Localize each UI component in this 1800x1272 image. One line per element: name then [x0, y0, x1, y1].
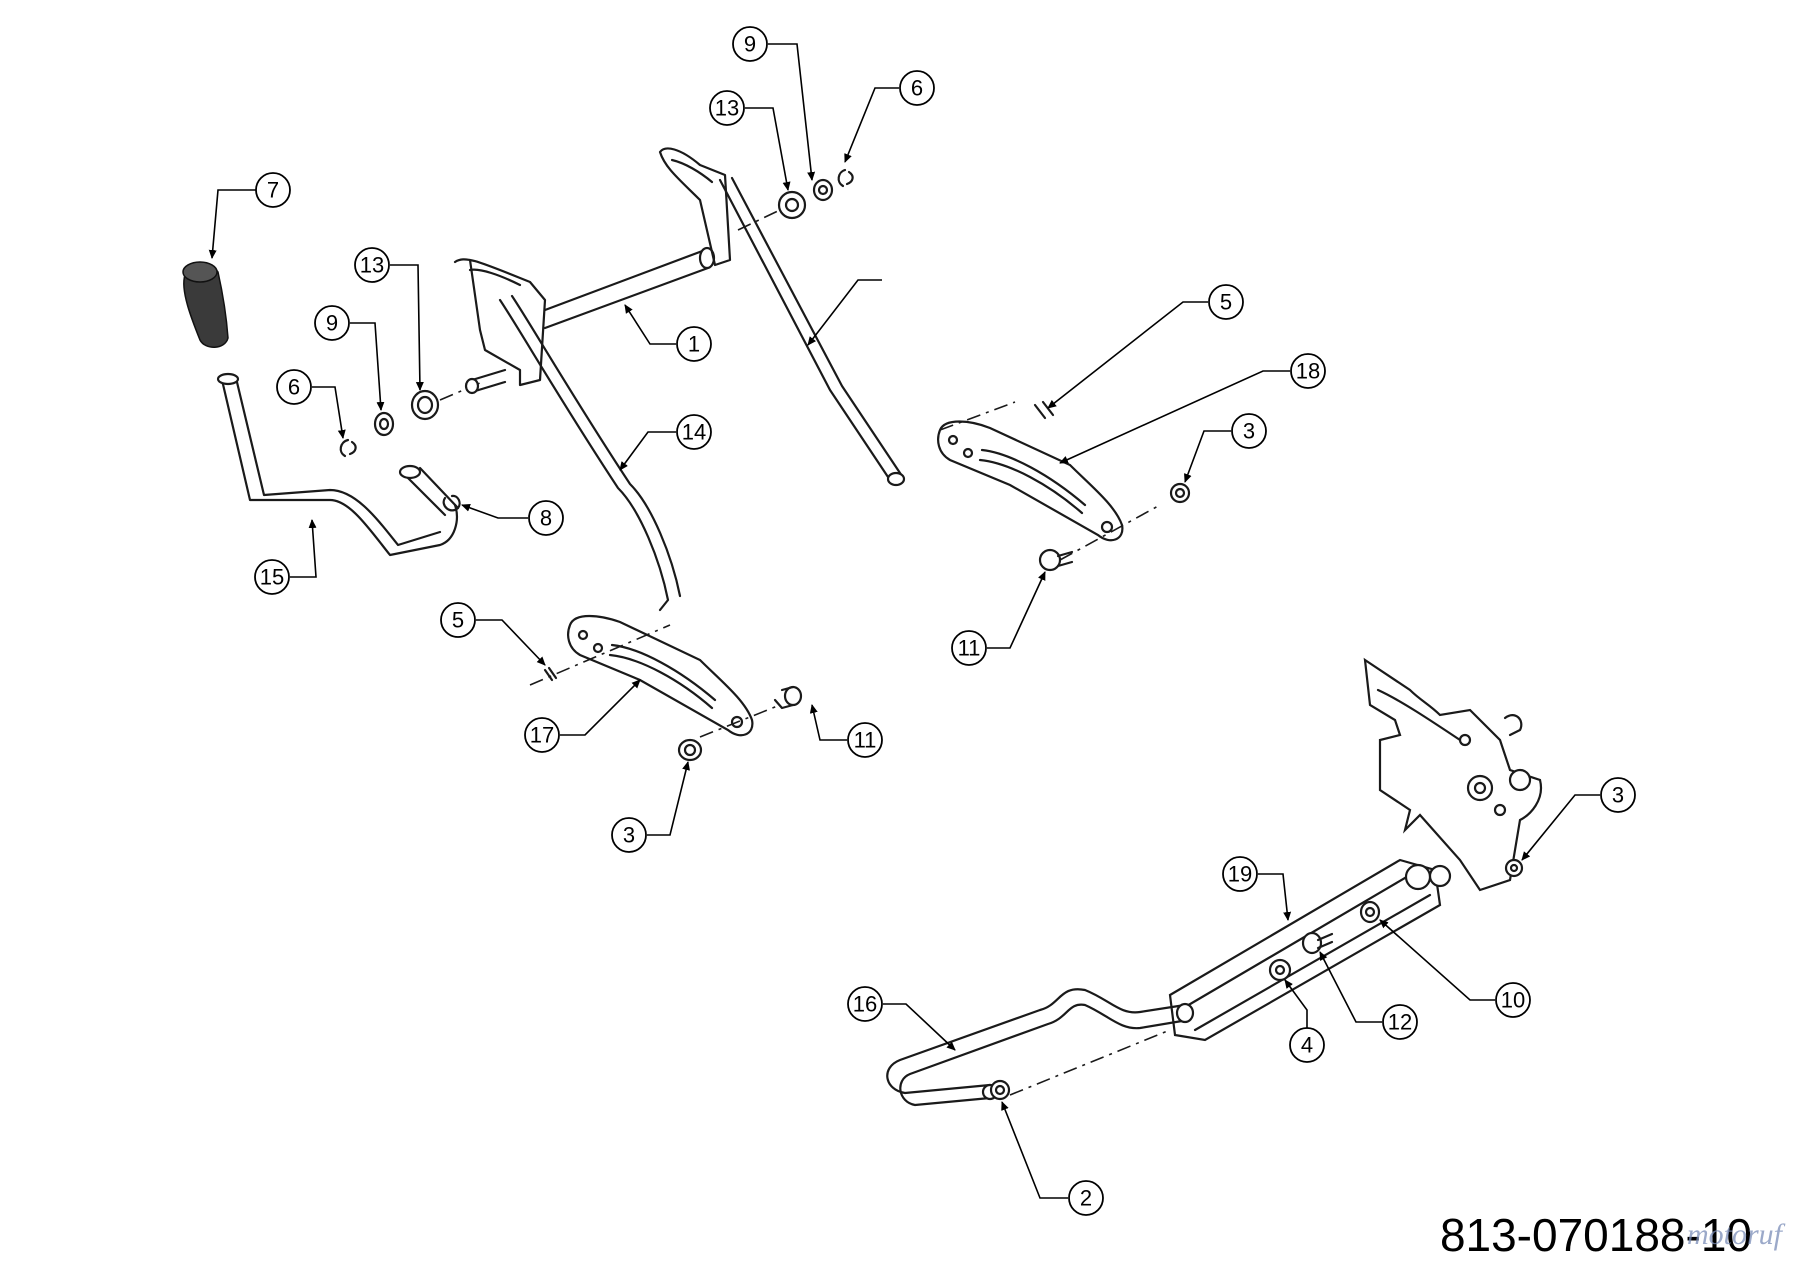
callouts: 7 13 9 6 15 8 1 14 9 13 6 5 18 3 11 5 17…	[208, 26, 1636, 1216]
callout-18: 18	[1290, 353, 1326, 389]
callout-15: 15	[254, 559, 290, 595]
part-9-washer-left	[373, 411, 395, 437]
watermark-logo: motoruf	[1686, 1218, 1782, 1251]
callout-7: 7	[255, 172, 291, 208]
callout-5-upper: 5	[1208, 284, 1244, 320]
part-10-washer-channel	[1359, 900, 1381, 924]
svg-text:6: 6	[288, 375, 300, 400]
svg-text:17: 17	[530, 723, 554, 748]
svg-text:12: 12	[1388, 1010, 1412, 1035]
svg-text:3: 3	[1243, 419, 1255, 444]
callout-10: 10	[1495, 982, 1531, 1018]
svg-text:4: 4	[1301, 1033, 1313, 1058]
svg-text:6: 6	[911, 76, 923, 101]
part-14-link-rod	[498, 294, 682, 612]
callout-13-left: 13	[354, 247, 390, 283]
callout-5-lower: 5	[440, 602, 476, 638]
part-5-clip-lower	[543, 666, 558, 682]
part-18-slotted-plate	[937, 420, 1124, 542]
svg-text:10: 10	[1501, 988, 1525, 1013]
part-12-bolt-channel	[1301, 931, 1334, 955]
svg-text:3: 3	[1612, 783, 1624, 808]
svg-text:18: 18	[1296, 359, 1320, 384]
callout-6-left: 6	[276, 369, 312, 405]
part-2-nut-handle	[989, 1079, 1011, 1101]
svg-text:8: 8	[540, 506, 552, 531]
svg-text:7: 7	[267, 178, 279, 203]
callout-12: 12	[1382, 1004, 1418, 1040]
part-13-bushing-left	[410, 389, 440, 421]
callout-14: 14	[676, 414, 712, 450]
svg-text:13: 13	[715, 96, 739, 121]
svg-text:16: 16	[853, 992, 877, 1017]
part-11-bolt-lower	[773, 685, 803, 710]
svg-text:9: 9	[744, 32, 756, 57]
svg-text:11: 11	[958, 636, 981, 661]
part-3-nut-upper	[1169, 482, 1191, 504]
callout-8: 8	[528, 500, 564, 536]
part-6-e-clip-right	[837, 168, 854, 188]
part-3-nut-lower	[677, 738, 703, 762]
svg-text:5: 5	[1220, 290, 1232, 315]
svg-text:1: 1	[688, 332, 700, 357]
part-7-grip	[182, 261, 229, 348]
mounting-bracket	[1363, 657, 1543, 892]
part-3-nut-bracket	[1504, 858, 1524, 878]
part-13-bushing-right	[777, 190, 807, 220]
callout-3-upper: 3	[1231, 413, 1267, 449]
callout-11-upper: 11	[951, 630, 987, 666]
callout-9-left: 9	[314, 305, 350, 341]
part-9-washer-right	[812, 178, 834, 202]
callout-16: 16	[847, 986, 883, 1022]
callout-6-top: 6	[899, 70, 935, 106]
callout-2: 2	[1068, 1180, 1104, 1216]
svg-text:9: 9	[326, 311, 338, 336]
svg-text:11: 11	[854, 728, 877, 753]
callout-4: 4	[1289, 1027, 1325, 1063]
part-8-clip	[442, 494, 461, 512]
svg-text:15: 15	[260, 565, 284, 590]
callout-13-top: 13	[709, 90, 745, 126]
part-11-bolt-upper	[1038, 548, 1074, 572]
svg-text:14: 14	[682, 420, 706, 445]
part-1-cross-shaft	[453, 147, 732, 395]
svg-text:3: 3	[623, 823, 635, 848]
svg-text:5: 5	[452, 608, 464, 633]
callout-3-bracket: 3	[1600, 777, 1636, 813]
part-6-e-clip-left	[339, 438, 357, 458]
drawing-part-number: 813-070188-10	[1439, 1209, 1752, 1261]
svg-text:13: 13	[360, 253, 384, 278]
callout-17: 17	[524, 717, 560, 753]
part-15-lever-rod	[216, 372, 460, 557]
part-17-slotted-plate	[567, 614, 754, 737]
part-4-nut-channel	[1268, 958, 1292, 982]
callout-3-lower: 3	[611, 817, 647, 853]
callout-1: 1	[676, 326, 712, 362]
rod-right	[718, 176, 904, 482]
part-16-u-handle	[886, 988, 1195, 1107]
callout-19: 19	[1222, 856, 1258, 892]
callout-11-lower: 11	[847, 722, 883, 758]
svg-text:19: 19	[1228, 862, 1252, 887]
svg-text:2: 2	[1080, 1186, 1092, 1211]
callout-9-top: 9	[732, 26, 768, 62]
part-5-clip-upper	[1033, 400, 1055, 420]
